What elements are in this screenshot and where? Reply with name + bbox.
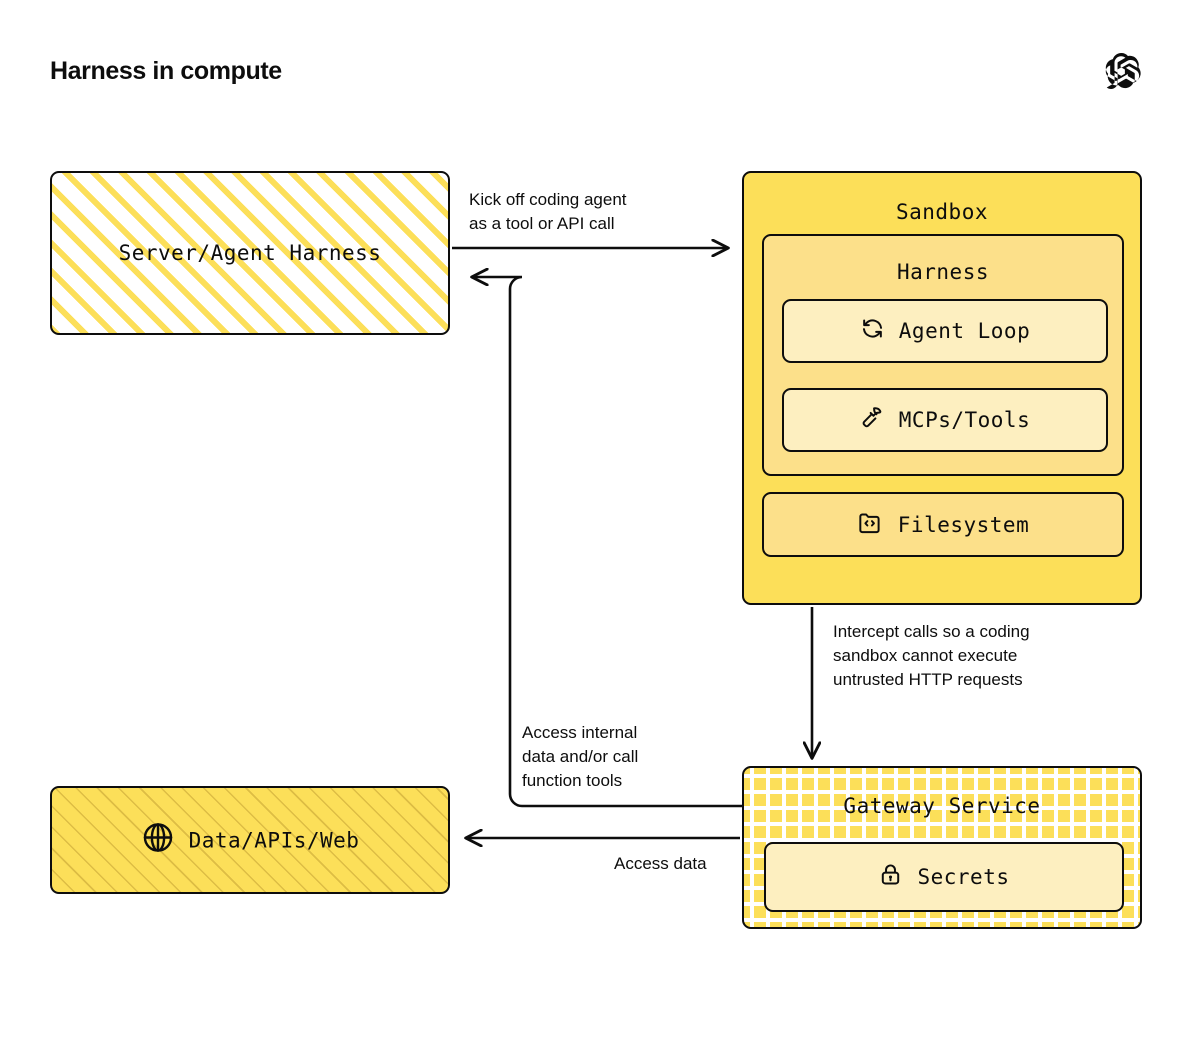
connector-label-access-internal: Access internal data and/or call functio… — [522, 723, 639, 790]
agent-loop-label: Agent Loop — [898, 319, 1031, 343]
node-secrets[interactable]: Secrets — [764, 842, 1124, 912]
node-harness-group[interactable]: Harness Agent Loop — [762, 234, 1124, 476]
server-agent-harness-label: Server/Agent Harness — [118, 241, 382, 265]
node-filesystem[interactable]: Filesystem — [762, 492, 1124, 557]
node-mcps-tools[interactable]: MCPs/Tools — [782, 388, 1108, 452]
connector-label-kickoff: Kick off coding agent as a tool or API c… — [469, 190, 627, 233]
node-server-agent-harness[interactable]: Server/Agent Harness — [50, 171, 450, 335]
harness-group-label: Harness — [896, 260, 989, 284]
hammer-icon — [860, 405, 885, 435]
folder-code-icon — [857, 510, 884, 540]
data-apis-web-label: Data/APIs/Web — [188, 828, 360, 852]
node-agent-loop[interactable]: Agent Loop — [782, 299, 1108, 363]
globe-icon — [141, 821, 175, 860]
mcps-tools-label: MCPs/Tools — [898, 408, 1031, 432]
data-apis-web-content: Data/APIs/Web — [52, 821, 448, 860]
sandbox-label: Sandbox — [895, 200, 988, 224]
connector-label-access-data: Access data — [614, 854, 707, 873]
openai-logo-icon — [1098, 48, 1144, 94]
connector-label-intercept: Intercept calls so a coding sandbox cann… — [833, 622, 1030, 689]
node-sandbox[interactable]: Sandbox Harness Agent Loop — [742, 171, 1142, 605]
secrets-label: Secrets — [917, 865, 1010, 889]
node-data-apis-web[interactable]: Data/APIs/Web — [50, 786, 450, 894]
page-title: Harness in compute — [50, 57, 282, 85]
refresh-loop-icon — [860, 316, 885, 346]
lock-icon — [878, 862, 903, 892]
gateway-service-label: Gateway Service — [843, 794, 1041, 818]
node-gateway-service[interactable]: Gateway Service Secrets — [742, 766, 1142, 929]
filesystem-label: Filesystem — [897, 512, 1030, 537]
